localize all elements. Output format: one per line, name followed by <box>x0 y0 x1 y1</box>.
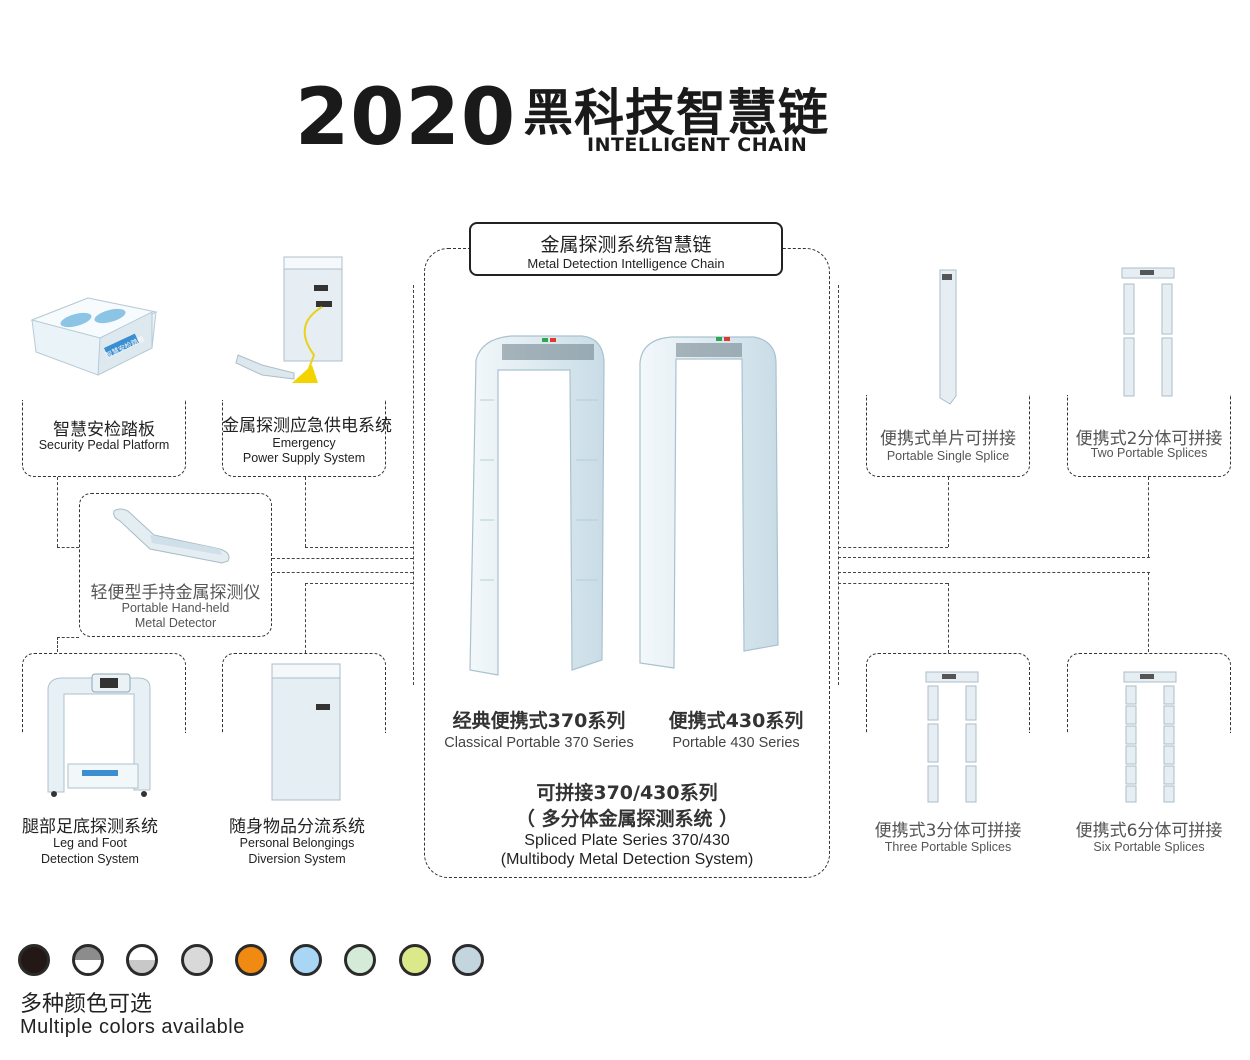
header-year: 2020 <box>295 73 517 163</box>
color-swatch-mint[interactable] <box>344 944 376 976</box>
connector <box>305 583 306 653</box>
two-splices-image <box>1121 267 1175 397</box>
three-splices-cn: 便携式3分体可拼接 <box>874 821 1022 841</box>
three-splices-en: Three Portable Splices <box>884 840 1012 854</box>
connector <box>272 572 413 573</box>
handheld-detector-image <box>113 508 230 564</box>
connector <box>57 477 58 547</box>
product-430-cn: 便携式430系列 <box>668 710 804 732</box>
connector <box>838 285 839 685</box>
connector <box>1148 477 1149 557</box>
spliced-en-1: Spliced Plate Series 370/430 <box>524 832 730 849</box>
spliced-cn-1: 可拼接370/430系列 <box>536 782 718 804</box>
belongings-diversion-image <box>271 663 341 801</box>
power-en-2: Power Supply System <box>242 451 366 465</box>
product-430-en: Portable 430 Series <box>672 735 800 751</box>
single-splice-cn: 便携式单片可拼接 <box>880 429 1016 449</box>
leg-card <box>22 653 186 733</box>
connector <box>948 583 949 653</box>
power-en-1: Emergency <box>272 436 336 450</box>
connector <box>305 477 306 547</box>
handheld-en-1: Portable Hand-held <box>121 601 230 615</box>
connector <box>57 637 58 652</box>
header-title-en: INTELLIGENT CHAIN <box>587 134 808 156</box>
walkthrough-430-image <box>639 336 779 669</box>
color-swatch-grey[interactable] <box>181 944 213 976</box>
connector <box>838 557 1150 558</box>
color-swatch-light-blue[interactable] <box>290 944 322 976</box>
spliced-cn-2: （ 多分体金属探测系统 ） <box>515 808 739 830</box>
three-splices-image <box>925 671 979 803</box>
connector <box>838 547 948 548</box>
pedal-card <box>22 400 186 477</box>
six-splices-cn: 便携式6分体可拼接 <box>1075 821 1223 841</box>
leg-en-1: Leg and Foot <box>53 836 127 850</box>
colors-label-cn: 多种颜色可选 <box>20 992 153 1017</box>
color-swatch-orange[interactable] <box>235 944 267 976</box>
leg-foot-image <box>47 673 151 797</box>
connector <box>948 477 949 547</box>
single-splice-en: Portable Single Splice <box>886 449 1010 463</box>
color-swatch-half-grey[interactable] <box>72 944 104 976</box>
connector <box>838 583 948 584</box>
belongings-cn: 随身物品分流系统 <box>229 817 365 837</box>
header-title-cn: 黑科技智慧链 <box>523 84 829 142</box>
handheld-card <box>79 493 272 637</box>
connector <box>305 547 413 548</box>
power-card <box>222 400 386 477</box>
leg-en-2: Detection System <box>41 852 139 866</box>
header-dot: · <box>495 88 514 144</box>
color-swatch-half-lightgrey[interactable] <box>126 944 158 976</box>
connector <box>305 583 413 584</box>
two-splices-card <box>1067 395 1231 477</box>
pedal-platform-image: 智慧安检踏板 <box>30 297 158 376</box>
six-splices-image <box>1123 671 1177 803</box>
connector <box>413 285 414 685</box>
center-title-box: 金属探测系统智慧链 Metal Detection Intelligence C… <box>469 222 783 276</box>
single-splice-card <box>866 395 1030 477</box>
colors-label-en: Multiple colors available <box>20 1016 245 1038</box>
connector <box>838 572 1150 573</box>
pedal-cn: 智慧安检踏板 <box>53 420 155 440</box>
power-cn: 金属探测应急供电系统 <box>222 416 392 436</box>
color-swatch-lime[interactable] <box>399 944 431 976</box>
spliced-en-2: (Multibody Metal Detection System) <box>500 851 754 868</box>
power-supply-image <box>235 256 343 383</box>
two-splices-cn: 便携式2分体可拼接 <box>1075 429 1223 449</box>
walkthrough-370-image <box>469 335 605 676</box>
color-swatch-black[interactable] <box>18 944 50 976</box>
belongings-card <box>222 653 386 733</box>
handheld-cn: 轻便型手持金属探测仪 <box>90 583 261 603</box>
three-splices-card <box>866 653 1030 733</box>
header-title: 2020 · 黑科技智慧链 INTELLIGENT CHAIN <box>295 78 855 168</box>
connector <box>1148 572 1149 652</box>
color-swatch-blue-grey[interactable] <box>452 944 484 976</box>
leg-cn: 腿部足底探测系统 <box>22 817 158 837</box>
two-splices-en: Two Portable Splices <box>1090 446 1208 460</box>
center-title-en: Metal Detection Intelligence Chain <box>527 256 725 271</box>
six-splices-en: Six Portable Splices <box>1093 840 1205 854</box>
pedal-en: Security Pedal Platform <box>38 438 170 452</box>
six-splices-card <box>1067 653 1231 733</box>
connector <box>272 558 413 559</box>
single-splice-image <box>939 269 957 405</box>
connector <box>57 547 79 548</box>
product-370-en: Classical Portable 370 Series <box>444 735 634 751</box>
connector <box>57 637 79 638</box>
belongings-en-1: Personal Belongings <box>239 836 355 850</box>
belongings-en-2: Diversion System <box>248 852 346 866</box>
center-title-cn: 金属探测系统智慧链 <box>540 234 712 256</box>
handheld-en-2: Metal Detector <box>134 616 217 630</box>
product-370-cn: 经典便携式370系列 <box>452 710 626 732</box>
